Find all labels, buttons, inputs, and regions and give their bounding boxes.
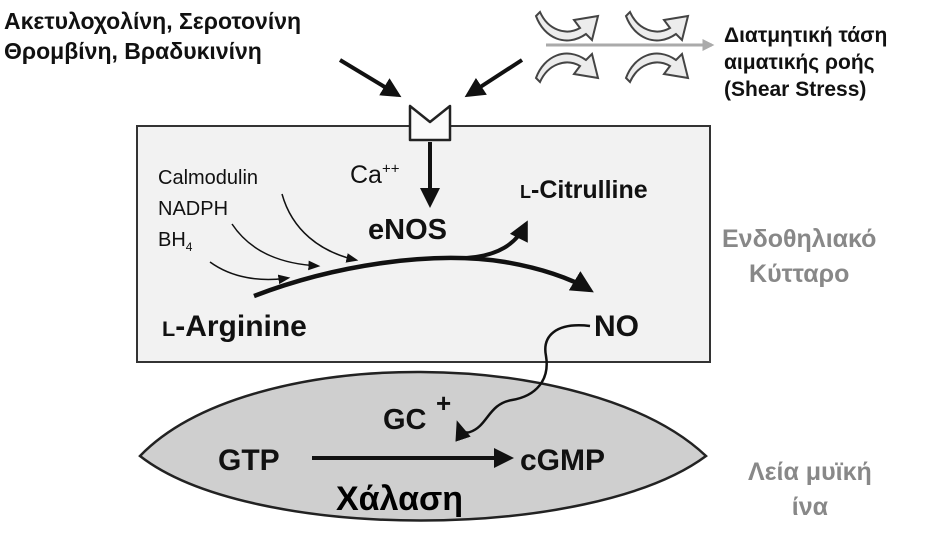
citrulline-branch-arrow (465, 220, 528, 260)
cofactors-label: Calmodulin NADPH BH4 (158, 163, 258, 263)
agonist-arrow (338, 58, 402, 98)
citrulline-label: L-Citrulline (520, 176, 648, 204)
endothelial-cell-box (136, 125, 711, 363)
agonists-label: Ακετυλοχολίνη, Σεροτονίνη Θρομβίνη, Βραδ… (4, 8, 302, 64)
calcium-label: Ca++ (350, 160, 400, 189)
shear-flow-icon (534, 10, 690, 84)
relaxation-label: Χάλαση (336, 480, 464, 518)
enos-label: eNOS (368, 214, 447, 246)
smooth-muscle-label: Λεία μυϊκή ίνα (748, 458, 872, 521)
nadph-arrow (231, 223, 321, 271)
no-diffusion-arrow (455, 324, 591, 442)
shear-stress-label: Διατμητική τάση αιματικής ροής (Shear St… (724, 24, 888, 101)
gc-label: GC (383, 404, 427, 436)
cgmp-label: cGMP (520, 444, 606, 477)
bh4-arrow (209, 261, 291, 285)
bh4-label: BH4 (158, 229, 193, 254)
no-label: NO (594, 310, 639, 343)
nadph-label: NADPH (158, 198, 229, 220)
smooth-muscle-fiber (138, 370, 708, 522)
receptor-icon (408, 104, 452, 142)
activation-sign: + (436, 388, 452, 418)
endothelial-cell-label: Ενδοθηλιακό Κύτταρο (722, 225, 877, 288)
calmodulin-arrow (281, 193, 359, 263)
gtp-label: GTP (218, 444, 280, 477)
shear-arrow (464, 58, 524, 98)
calmodulin-label: Calmodulin (158, 167, 259, 189)
arginine-label: L-Arginine (162, 310, 307, 343)
